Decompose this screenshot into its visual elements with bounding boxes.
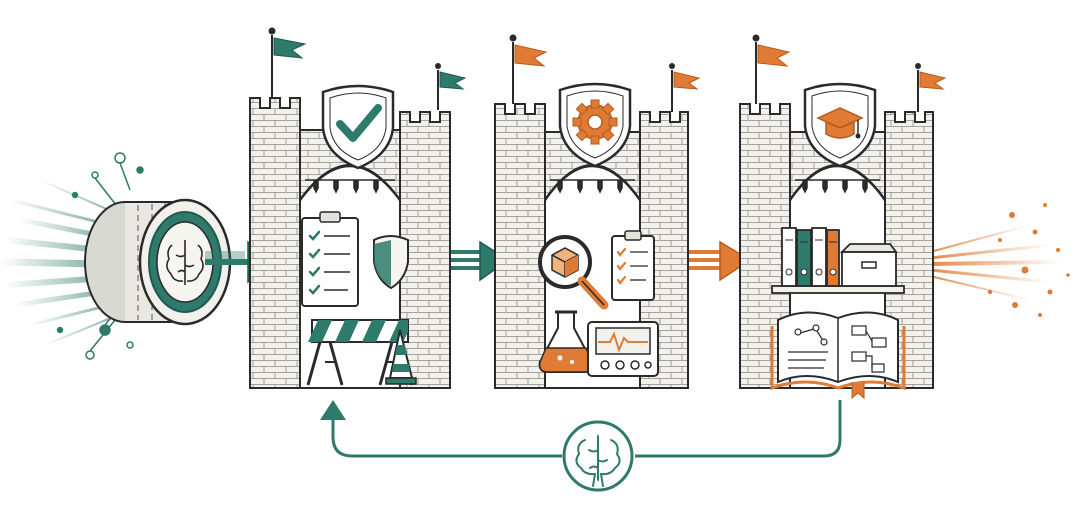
gate-3-flag-left (752, 34, 791, 104)
oscilloscope-icon (587, 321, 659, 377)
gate-1-shield (321, 84, 395, 170)
traffic-cone-icon (385, 329, 417, 385)
magnifier-cube-icon (538, 235, 609, 310)
feedback-loop (320, 400, 842, 492)
gate-1-flag-right (435, 63, 467, 110)
binders-shelf-icon (771, 227, 905, 294)
input-source (0, 152, 232, 360)
checklist-clipboard-icon (611, 230, 655, 301)
gate-3 (739, 34, 947, 400)
gate-2-flag-right (669, 63, 701, 112)
gate-1-flag-left (268, 27, 307, 98)
gate-3-flag-right (915, 63, 947, 112)
gate-2-flag-left (509, 34, 548, 104)
flow-arrow-3 (685, 240, 752, 282)
flask-icon (538, 310, 594, 373)
gate-2-shield (558, 82, 632, 168)
gear-icon (572, 99, 618, 145)
shield-icon (373, 235, 409, 290)
gate-3-shield (803, 82, 877, 168)
checklist-clipboard-icon (301, 211, 359, 307)
brain-circle-icon (562, 420, 634, 492)
storage-box-icon (839, 243, 898, 287)
orange-particle-burst-icon (929, 203, 1070, 317)
checkmark-icon (336, 104, 382, 142)
gate-2 (494, 34, 701, 389)
graduation-cap-icon (816, 107, 864, 139)
open-book-diagram-icon (770, 311, 906, 400)
gate-1 (249, 27, 467, 389)
circuit-nodes (56, 152, 144, 360)
brain-cylinder-icon (84, 198, 232, 326)
feedback-arrowhead (320, 400, 346, 420)
